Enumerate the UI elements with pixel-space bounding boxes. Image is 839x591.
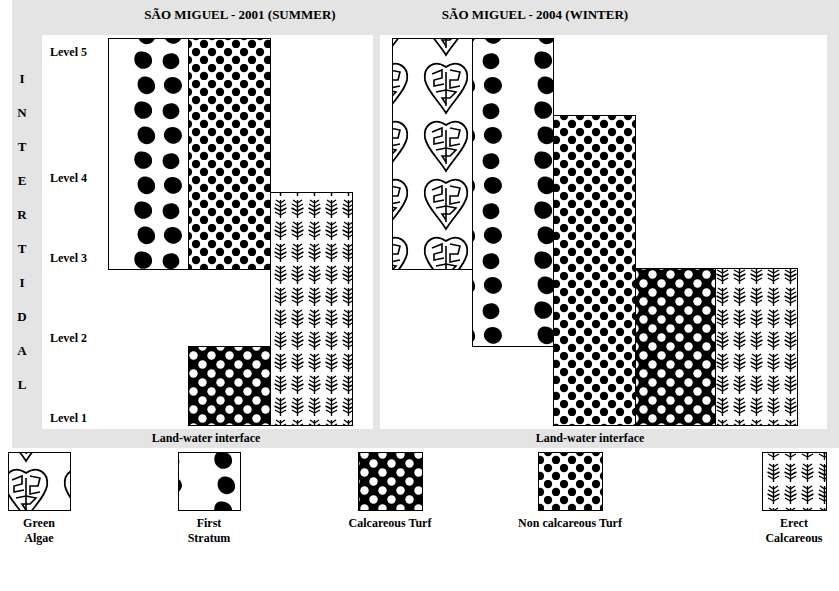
legend-swatch: [179, 453, 241, 511]
legend-label: Non calcareous Turf: [518, 516, 622, 531]
panel-title: SÃO MIGUEL - 2004 (WINTER): [442, 7, 628, 23]
legend-label: Erect Calcareous: [758, 516, 830, 546]
baseline-label: Land-water interface: [152, 431, 261, 446]
level-label: Level 5: [50, 45, 87, 60]
legend-swatch: [9, 453, 71, 511]
panel-title: SÃO MIGUEL - 2001 (SUMMER): [144, 7, 335, 23]
legend-label: Green Algae: [9, 516, 69, 546]
axis-label: INTERTIDAL: [16, 62, 29, 402]
level-label: Level 4: [50, 171, 87, 186]
legend-swatch: [539, 453, 603, 511]
legend-swatch: [359, 453, 423, 511]
legend-swatch: [763, 453, 827, 511]
legend-label: First Stratum: [179, 516, 239, 546]
level-label: Level 2: [50, 331, 87, 346]
legend-label: Calcareous Turf: [348, 516, 432, 531]
baseline-label: Land-water interface: [536, 431, 645, 446]
level-label: Level 3: [50, 251, 87, 266]
level-label: Level 1: [50, 411, 87, 426]
